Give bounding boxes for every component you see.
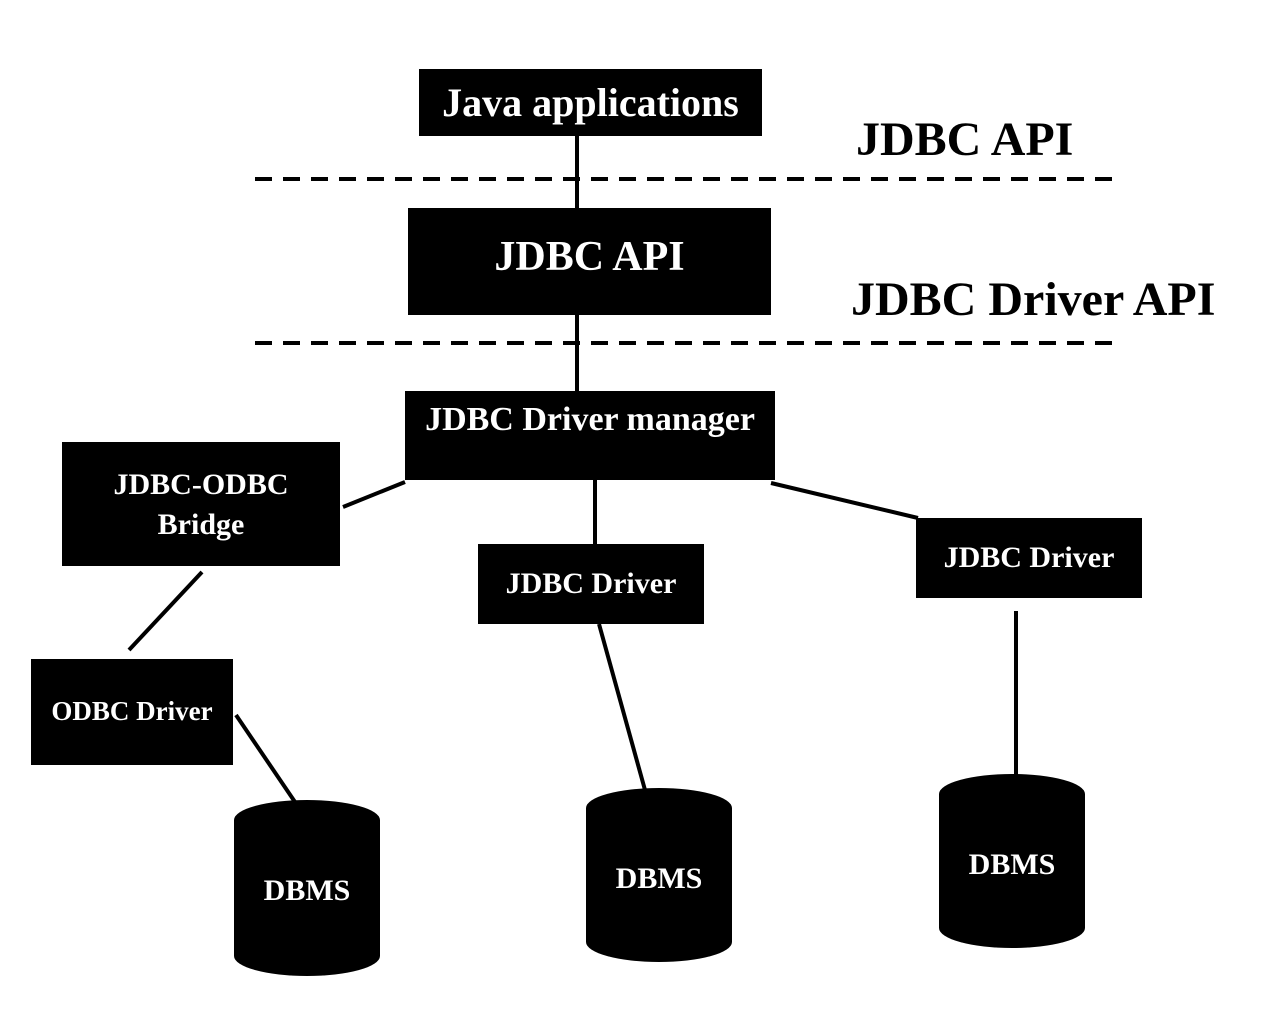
connector-manager-to-bridge: [342, 480, 406, 509]
jdbc-driver-right-box: JDBC Driver: [916, 518, 1142, 598]
odbc-driver-label: ODBC Driver: [51, 696, 213, 726]
jdbc-api-box: JDBC API: [408, 208, 771, 315]
java-applications-label: Java applications: [442, 80, 739, 125]
jdbc-odbc-bridge-box: JDBC-ODBC Bridge: [62, 442, 340, 566]
connector-driver-middle-to-dbms: [597, 623, 647, 791]
jdbc-driver-manager-label: JDBC Driver manager: [425, 401, 755, 438]
connector-bridge-to-odbc-driver: [127, 570, 204, 652]
layer-label-jdbc-api: JDBC API: [856, 113, 1074, 166]
jdbc-driver-right-label: JDBC Driver: [943, 541, 1115, 574]
jdbc-api-label: JDBC API: [494, 234, 685, 280]
jdbc-odbc-bridge-label-line1: JDBC-ODBC: [113, 468, 289, 501]
jdbc-driver-middle-label: JDBC Driver: [505, 567, 677, 600]
dbms-label-right: DBMS: [968, 848, 1056, 881]
dbms-cylinder-middle: [586, 788, 732, 962]
connector-odbc-driver-to-dbms: [234, 713, 297, 804]
odbc-driver-box: ODBC Driver: [31, 659, 233, 765]
jdbc-odbc-bridge-label-line2: Bridge: [157, 508, 245, 541]
dbms-cylinder-right: [939, 774, 1085, 948]
dbms-label-left: DBMS: [263, 874, 351, 907]
jdbc-driver-middle-box: JDBC Driver: [478, 544, 704, 624]
dbms-label-middle: DBMS: [615, 862, 703, 895]
jdbc-driver-manager-box: JDBC Driver manager: [405, 391, 775, 480]
connector-manager-to-driver-right: [770, 481, 919, 520]
java-applications-box: Java applications: [419, 69, 762, 136]
dbms-cylinder-left: [234, 800, 380, 976]
layer-label-jdbc-driver-api: JDBC Driver API: [851, 273, 1216, 326]
